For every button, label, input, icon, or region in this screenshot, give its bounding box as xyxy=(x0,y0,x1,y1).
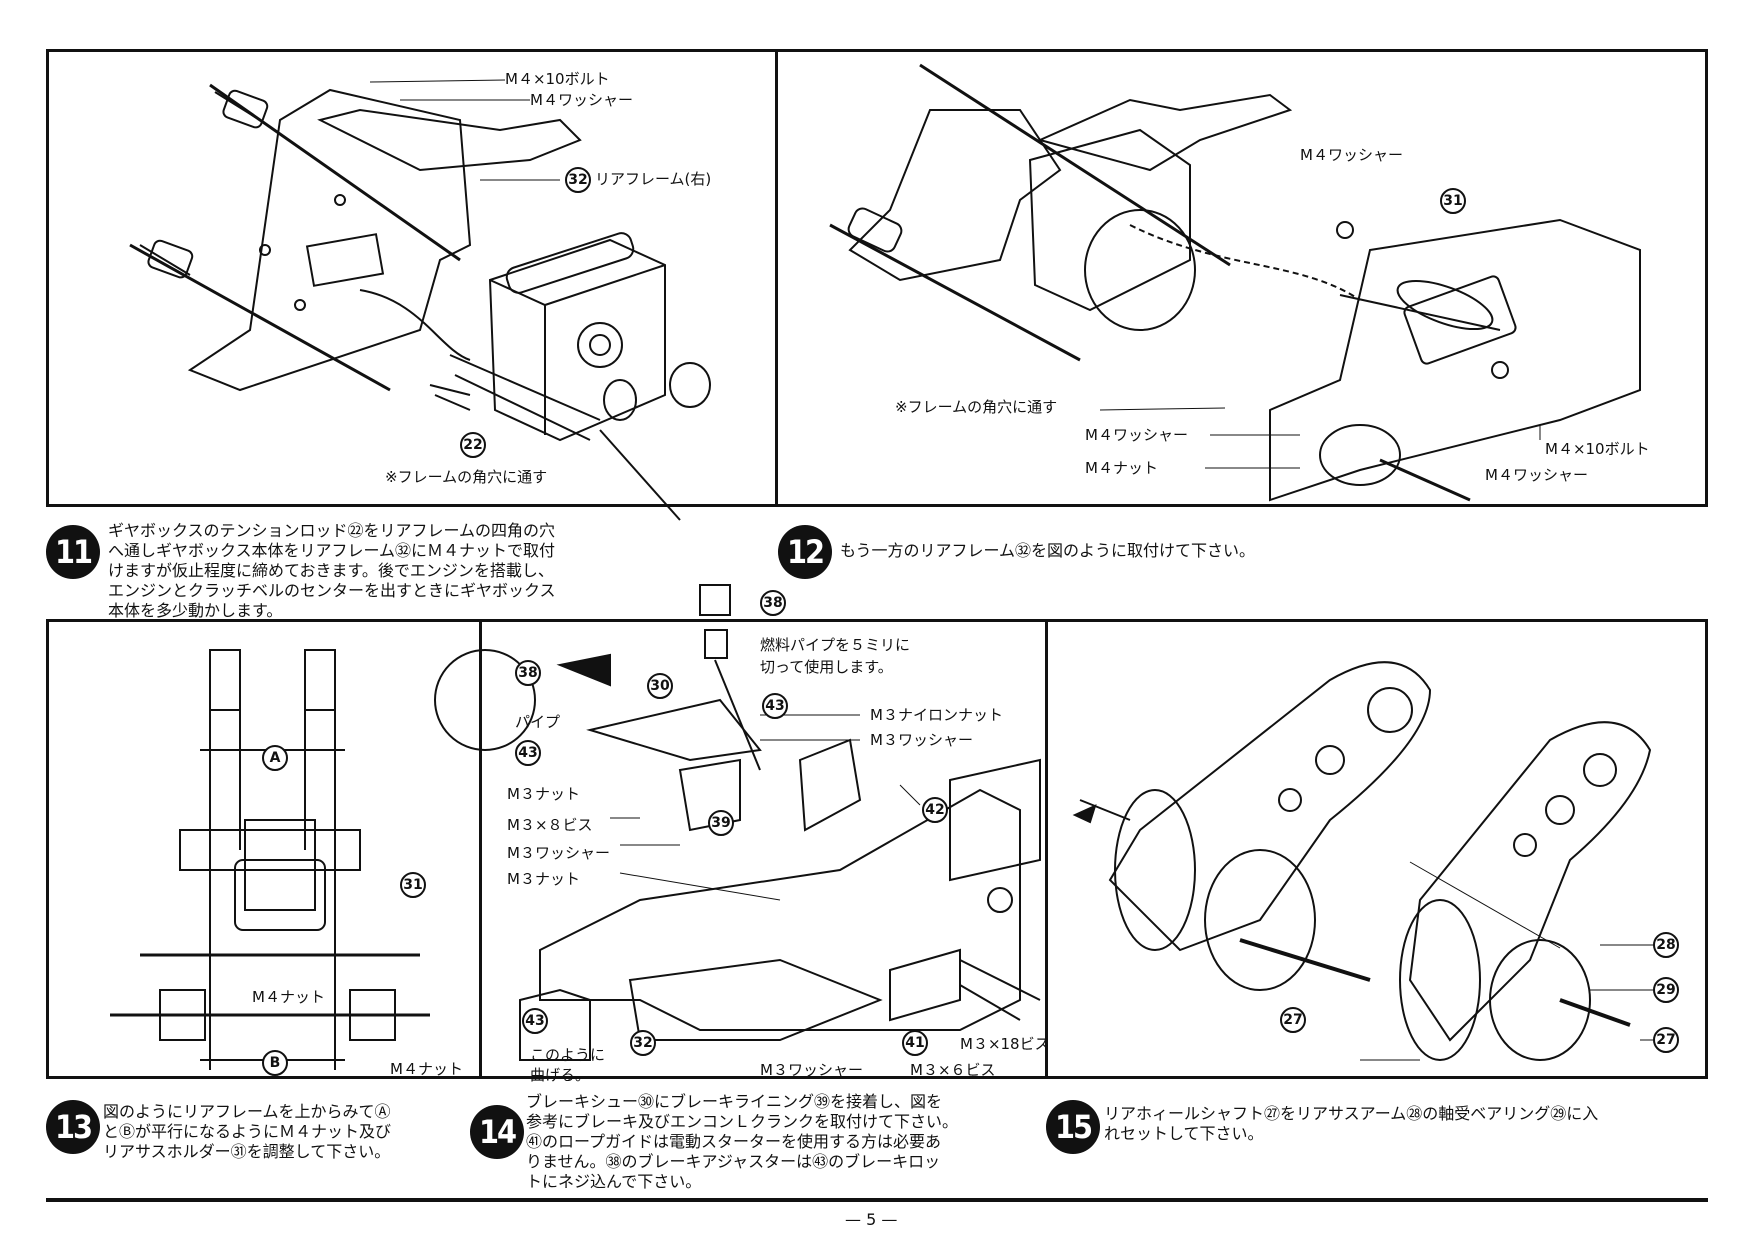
p11-frame-number: 32 xyxy=(565,167,591,193)
top-panel-frame xyxy=(46,49,1708,507)
p14-n42: 42 xyxy=(922,797,948,823)
p12-washer-left-label: M４ワッシャー xyxy=(1085,426,1188,444)
p14-m3-washer-mid: M３ワッシャー xyxy=(507,844,610,862)
p11-bolt-label: M４×10ボルト xyxy=(505,70,610,88)
p14-n38a: 38 xyxy=(760,590,786,616)
p12-washer-top-label: M４ワッシャー xyxy=(1300,146,1403,164)
p14-n43a: 43 xyxy=(515,740,541,766)
p14-m3-nut-1: M３ナット xyxy=(507,785,580,803)
step-13-instructions: 図のようにリアフレームを上からみてⒶ とⒷが平行になるようにＭ４ナット及び リア… xyxy=(103,1102,392,1161)
p14-n43c: 43 xyxy=(522,1008,548,1034)
p13-nut-label-1: M４ナット xyxy=(252,988,325,1006)
bottom-panel-frame xyxy=(46,619,1708,1079)
p14-n30: 30 xyxy=(647,673,673,699)
p12-note: ※フレームの角穴に通す xyxy=(895,398,1058,416)
p13-part-number: 31 xyxy=(400,872,426,898)
p15-n29: 29 xyxy=(1653,977,1679,1003)
p14-m3-nut-2: M３ナット xyxy=(507,870,580,888)
p12-nut-label: M４ナット xyxy=(1085,459,1158,477)
p13-dim-b: B xyxy=(262,1050,288,1076)
bottom-panel-divider-right xyxy=(1045,619,1048,1079)
step-12-instructions: もう一方のリアフレーム㉜を図のように取付けて下さい。 xyxy=(840,541,1256,560)
p15-n28: 28 xyxy=(1653,932,1679,958)
step-14-badge: 14 xyxy=(470,1105,524,1159)
p11-frame-label: リアフレーム(右) xyxy=(595,170,712,188)
step-13-badge: 13 xyxy=(46,1100,100,1154)
p14-bend-1: このように xyxy=(530,1046,606,1064)
p14-n39: 39 xyxy=(708,810,734,836)
p14-n43b: 43 xyxy=(762,693,788,719)
p14-fuel-pipe-2: 切って使用します。 xyxy=(760,658,893,676)
p14-n38b: 38 xyxy=(515,660,541,686)
step-15-badge: 15 xyxy=(1046,1100,1100,1154)
p14-m3-nylon-nut: M３ナイロンナット xyxy=(870,706,1003,724)
step-11-instructions: ギヤボックスのテンションロッド㉒をリアフレームの四角の穴 へ通しギヤボックス本体… xyxy=(108,521,556,620)
step-15-instructions: リアホィールシャフト㉗をリアサスアーム㉘の軸受ベアリング㉙に入 れセットして下さ… xyxy=(1104,1104,1599,1143)
p14-m3x8: M３×８ビス xyxy=(507,816,593,834)
p11-rod-number: 22 xyxy=(460,432,486,458)
p14-m3-washer-top: M３ワッシャー xyxy=(870,731,973,749)
step-12-badge: 12 xyxy=(778,525,832,579)
p15-n27a: 27 xyxy=(1280,1007,1306,1033)
p12-washer-right-label: M４ワッシャー xyxy=(1485,466,1588,484)
p15-n27b: 27 xyxy=(1653,1027,1679,1053)
p14-pipe: パイプ xyxy=(515,713,561,731)
p14-bend-2: 曲げる。 xyxy=(530,1066,591,1084)
p13-nut-label-2: M４ナット xyxy=(390,1060,463,1078)
p13-dim-a: A xyxy=(262,745,288,771)
step-11-badge: 11 xyxy=(46,525,100,579)
top-panel-divider xyxy=(775,49,778,507)
p11-note: ※フレームの角穴に通す xyxy=(385,468,548,486)
page-number: — 5 — xyxy=(845,1210,898,1229)
p14-m3x18: M３×18ビス xyxy=(960,1035,1050,1053)
p12-part-number: 31 xyxy=(1440,188,1466,214)
p14-m3x6: M３×６ビス xyxy=(910,1061,996,1079)
p11-washer-label: M４ワッシャー xyxy=(530,91,633,109)
p14-fuel-pipe-1: 燃料パイプを５ミリに xyxy=(760,636,911,654)
p14-n32: 32 xyxy=(630,1030,656,1056)
p14-n41: 41 xyxy=(902,1030,928,1056)
p14-m3-washer-bot: M３ワッシャー xyxy=(760,1061,863,1079)
step-14-instructions: ブレーキシュー㉚にブレーキライニング㊴を接着し、図を 参考にブレーキ及びエンコン… xyxy=(526,1092,959,1191)
footer-rule xyxy=(46,1198,1708,1202)
p12-bolt-label: M４×10ボルト xyxy=(1545,440,1650,458)
bottom-panel-divider-left xyxy=(479,619,482,1079)
